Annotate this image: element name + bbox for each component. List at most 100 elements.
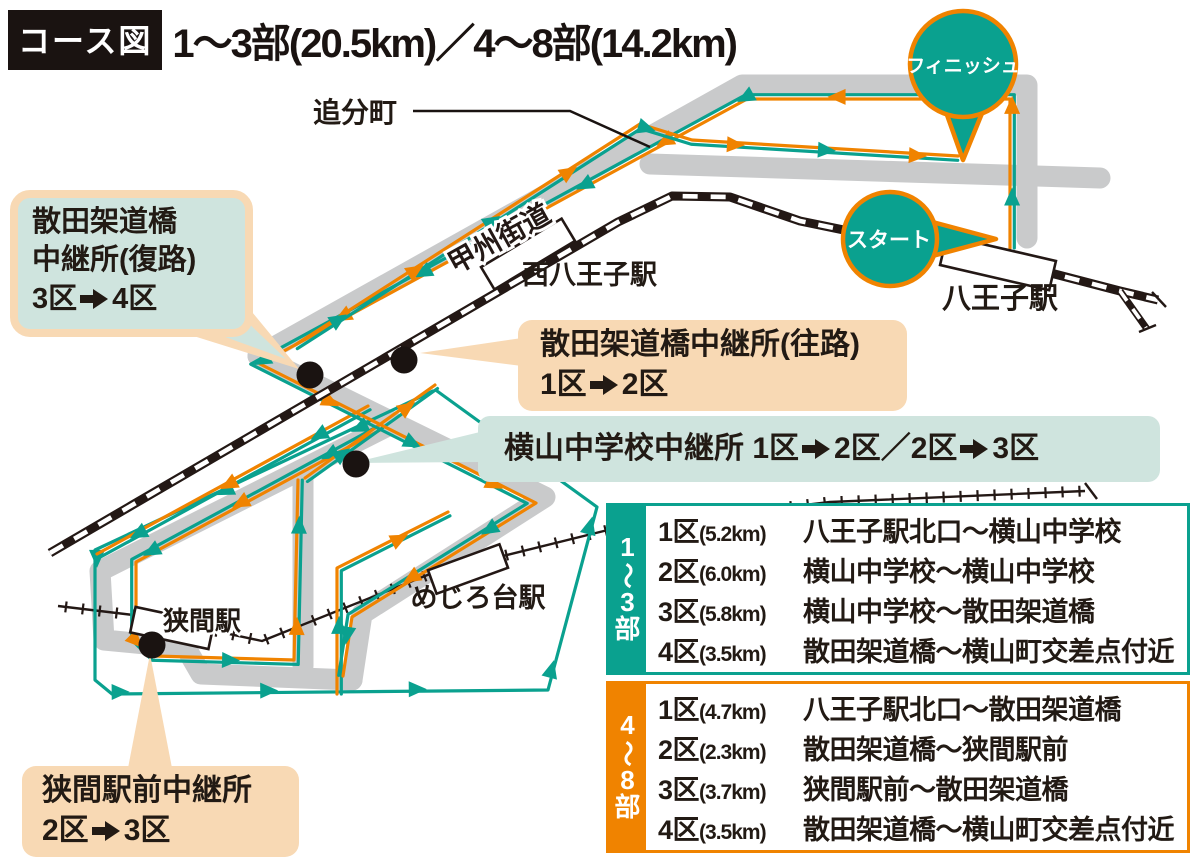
table-header-char: 1 [620, 532, 635, 563]
keio-tick [570, 533, 576, 545]
finish-balloon-label: フィニッシュ [906, 56, 1020, 77]
keio-tick [263, 633, 270, 645]
leg-route: 八王子駅北口〜散田架道橋 [803, 694, 1122, 725]
callout-text: 2区／2区 [834, 432, 958, 466]
pointer-yokoyama [352, 432, 480, 463]
hachioji-label: 八王子駅 [942, 283, 1058, 315]
keio-tick [114, 607, 119, 619]
mejirodai-label: めじろ台駅 [411, 582, 546, 613]
table-header-char: 8 [620, 765, 635, 795]
keio-tick [64, 601, 68, 613]
oiwakecho-label: 追分町 [313, 97, 397, 128]
route-arrow [288, 616, 305, 636]
keio-tick [81, 603, 85, 615]
callout-text: 狭間駅前中継所 [42, 774, 252, 807]
keio-tick [504, 549, 510, 561]
leg-label: 4区 [658, 636, 700, 667]
table-row: 1区(4.7km)八王子駅北口〜散田架道橋 [658, 688, 1187, 727]
route-arrow [557, 166, 578, 184]
route-arrow [319, 390, 340, 407]
keio-tick [214, 625, 220, 637]
table-row: 4区(3.5km)散田架道橋〜横山町交差点付近 [658, 808, 1187, 847]
callout-line: 中継所(復路) [32, 241, 245, 279]
route-arrow [260, 682, 279, 699]
leg-route: 狭間駅前〜散田架道橋 [803, 774, 1069, 805]
leg-distance: (4.7km) [699, 700, 767, 724]
callout-text: 2区 [42, 813, 89, 847]
leg-label: 4区 [658, 814, 700, 845]
relay-arrow-icon [91, 820, 121, 841]
route-arrow [480, 216, 501, 233]
leg-route: 横山中学校〜横山中学校 [803, 556, 1095, 587]
keio-end-mark [1084, 482, 1098, 500]
keio-tick [279, 627, 286, 639]
callout-text: 散田架道橋中継所(往路) [540, 328, 860, 361]
leg-route: 八王子駅北口〜横山中学校 [803, 516, 1122, 547]
hazama-label: 狭間駅 [162, 606, 241, 636]
relay-point-dots [138, 346, 418, 659]
route-arrow [495, 217, 516, 234]
pointer-hazama [128, 654, 172, 768]
relay-point-dot [390, 346, 418, 374]
keio-tick [231, 629, 236, 641]
callout-text: 散田架道橋 [32, 206, 178, 238]
title-tag: コース図 [8, 10, 163, 70]
route-arrow [576, 174, 596, 190]
jr-end-mark [1151, 291, 1167, 308]
route-arrow [1004, 187, 1021, 206]
table-header-char: 部 [614, 792, 641, 823]
route-arrow [414, 261, 435, 278]
route-arrow [908, 147, 927, 164]
route-arrow [310, 424, 331, 440]
leg-label: 3区 [658, 774, 700, 805]
keio-tick [310, 614, 317, 626]
jr-end-mark [1138, 323, 1157, 334]
relay-arrow-icon [802, 439, 831, 460]
route-arrow [290, 515, 307, 534]
route-arrow [404, 265, 424, 282]
table-header-char: 〜 [613, 740, 644, 767]
keio-tick [342, 602, 349, 614]
keio-tick [520, 545, 526, 557]
relay-arrow-icon [960, 439, 989, 460]
callout-line: 散田架道橋 [32, 203, 245, 241]
relay-arrow-icon [80, 288, 109, 309]
pointer-sanda-outbound [420, 338, 522, 366]
route-arrow [221, 652, 241, 669]
route-arrow [726, 136, 745, 153]
table-header-char: 4 [620, 710, 635, 741]
finish-balloon: フィニッシュ [906, 8, 1020, 163]
callout-line: 散田架道橋中継所(往路) [540, 325, 907, 365]
route-arrow [401, 432, 422, 448]
leg-distance: (3.5km) [699, 642, 767, 666]
relay-arrow-icon [589, 374, 619, 395]
leg-label: 1区 [658, 516, 700, 547]
route-arrow [395, 401, 416, 419]
callout-line: 狭間駅前中継所 [42, 771, 299, 811]
callout-text: 中継所(復路) [32, 244, 197, 277]
leg-label: 3区 [658, 596, 700, 627]
road [639, 153, 1111, 189]
route-arrow [579, 516, 596, 537]
leg-distance: (5.8km) [699, 602, 767, 626]
route-arrow [340, 625, 357, 645]
leg-distance: (5.2km) [699, 522, 767, 546]
hazama-station [128, 605, 216, 651]
leg-distance: (2.3km) [699, 740, 767, 764]
jr-branch-dashes [1118, 289, 1149, 331]
callout-text: 2区 [621, 367, 669, 401]
route-arrow [143, 540, 163, 556]
route-arrow [327, 314, 347, 331]
route-arrow [541, 660, 557, 680]
route-line-orange [335, 510, 450, 696]
route-arrow [403, 566, 423, 583]
start-balloon: スタート [840, 189, 999, 289]
